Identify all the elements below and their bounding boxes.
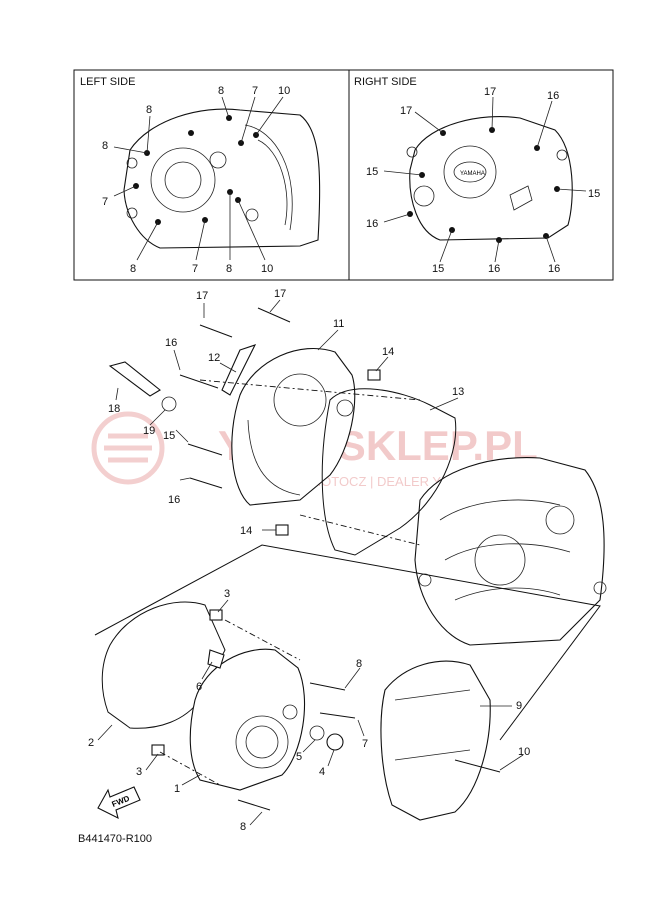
callout-number: 8 <box>146 104 152 116</box>
callout-number: 7 <box>102 196 108 208</box>
callout-number: 12 <box>208 352 220 364</box>
callout-number: 10 <box>518 746 530 758</box>
left-side-cover-drawing <box>113 96 321 261</box>
callout-number: 15 <box>588 188 600 200</box>
callout-number: 13 <box>452 386 464 398</box>
callout-number: 16 <box>488 263 500 275</box>
callout-number: 15 <box>163 430 175 442</box>
right-side-title: RIGHT SIDE <box>354 76 417 88</box>
callout-number: 14 <box>382 346 394 358</box>
callout-number: 6 <box>196 681 202 693</box>
callout-number: 1 <box>174 783 180 795</box>
callout-number: 19 <box>143 425 155 437</box>
callout-number: 17 <box>400 105 412 117</box>
callout-number: 15 <box>432 263 444 275</box>
callout-leaders <box>97 299 524 826</box>
callout-number: 9 <box>516 700 522 712</box>
left-side-title: LEFT SIDE <box>80 76 135 88</box>
right-inset-callouts: 17 17 16 15 15 16 15 16 16 <box>366 86 600 275</box>
callout-number: 8 <box>218 85 224 97</box>
sprocket-cover-drawing <box>380 660 491 821</box>
right-side-cover-drawing: YAMAHA <box>383 96 587 263</box>
yamaha-emblem-text: YAMAHA <box>460 171 485 177</box>
callout-number: 16 <box>168 494 180 506</box>
callout-number: 8 <box>226 263 232 275</box>
callout-number: 7 <box>192 263 198 275</box>
callout-number: 16 <box>548 263 560 275</box>
left-inset-callouts: 8 8 7 10 8 7 8 7 8 10 <box>102 85 290 275</box>
callout-number: 7 <box>362 738 368 750</box>
main-callouts: 17 17 11 16 12 14 18 13 19 15 16 14 3 6 … <box>88 288 530 833</box>
inset-frame <box>73 69 614 281</box>
watermark-logo-icon <box>91 411 165 485</box>
callout-number: 16 <box>165 337 177 349</box>
fwd-arrow-icon: FWD <box>97 786 141 820</box>
callout-number: 5 <box>296 751 302 763</box>
right-crankcase-cover-drawing <box>231 348 356 506</box>
gasket-2 <box>101 601 226 729</box>
diagram-code: B441470-R100 <box>78 833 152 845</box>
crankcase-drawing <box>414 457 607 646</box>
callout-number: 3 <box>224 588 230 600</box>
callout-number: 17 <box>196 290 208 302</box>
alignment-lines <box>94 379 601 786</box>
callout-number: 4 <box>319 766 325 778</box>
callout-number: 8 <box>240 821 246 833</box>
gasket-13 <box>321 388 457 556</box>
callout-number: 14 <box>240 525 252 537</box>
callout-number: 8 <box>356 658 362 670</box>
callout-number: 15 <box>366 166 378 178</box>
callout-number: 10 <box>278 85 290 97</box>
callout-number: 18 <box>108 403 120 415</box>
bolts-fasteners <box>108 307 501 811</box>
callout-number: 10 <box>261 263 273 275</box>
callout-number: 17 <box>274 288 286 300</box>
left-crankcase-cover-drawing <box>189 648 305 791</box>
callout-number: 16 <box>366 218 378 230</box>
callout-number: 16 <box>547 90 559 102</box>
callout-number: 11 <box>333 318 344 330</box>
callout-number: 17 <box>484 86 496 98</box>
callout-number: 8 <box>130 263 136 275</box>
callout-number: 7 <box>252 85 258 97</box>
callout-number: 2 <box>88 737 94 749</box>
callout-number: 3 <box>136 766 142 778</box>
callout-number: 8 <box>102 140 108 152</box>
